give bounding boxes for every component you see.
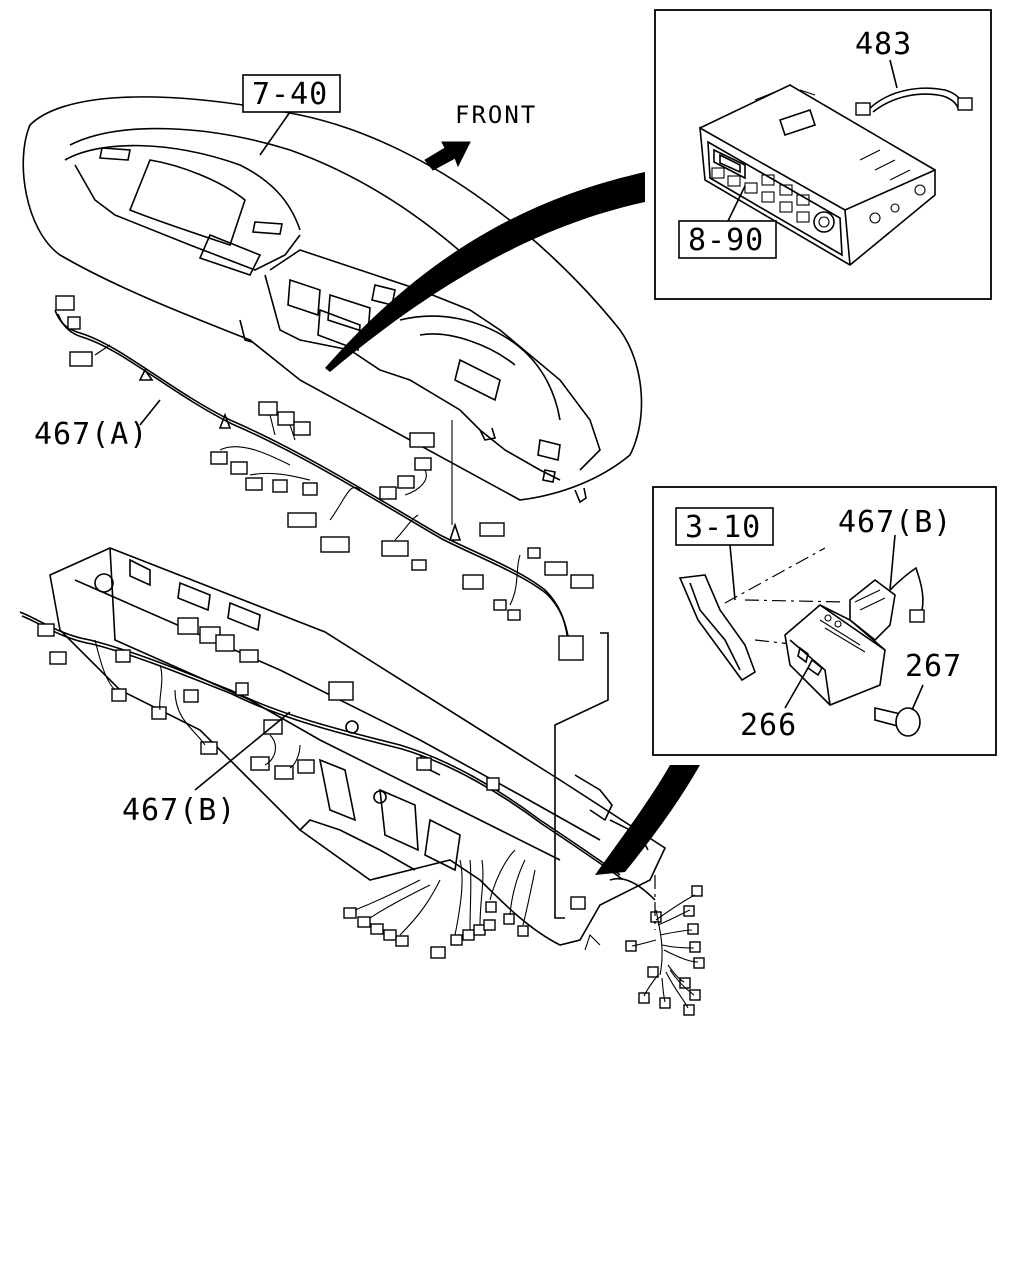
leader-to-radio-inset (325, 172, 645, 372)
switch-inset: 3-10 467(B) (652, 486, 997, 756)
module-266-drawing (784, 603, 886, 706)
callout-7-40: 7-40 (242, 74, 341, 156)
callout-467b-main-label: 467(B) (122, 793, 236, 828)
leader-bracket (554, 632, 609, 919)
radio-inset: 483 8-90 (654, 9, 992, 300)
leader-to-switch-inset (595, 765, 700, 875)
harness-467b-drawing (19, 611, 705, 1016)
callout-267-label: 267 (905, 649, 962, 684)
cross-member-drawing (49, 547, 667, 946)
callout-3-10-label: 3-10 (685, 510, 761, 545)
radio-cable-drawing (855, 87, 973, 116)
connector-467b-drawing (849, 534, 925, 642)
callout-8-90-label: 8-90 (688, 223, 764, 258)
front-label: FRONT (455, 101, 537, 129)
harness-467a-drawing (54, 295, 594, 661)
callout-7-40-label: 7-40 (252, 77, 328, 112)
arrow-icon (424, 141, 471, 171)
callout-467b-inset-label: 467(B) (838, 505, 952, 540)
callout-467a-label: 467(A) (34, 417, 148, 452)
radio-unit-drawing (699, 84, 936, 266)
callout-483-label: 483 (855, 27, 912, 62)
front-direction-indicator: FRONT (424, 101, 537, 171)
callout-266-label: 266 (740, 708, 797, 743)
bolt-267-drawing (874, 684, 924, 737)
